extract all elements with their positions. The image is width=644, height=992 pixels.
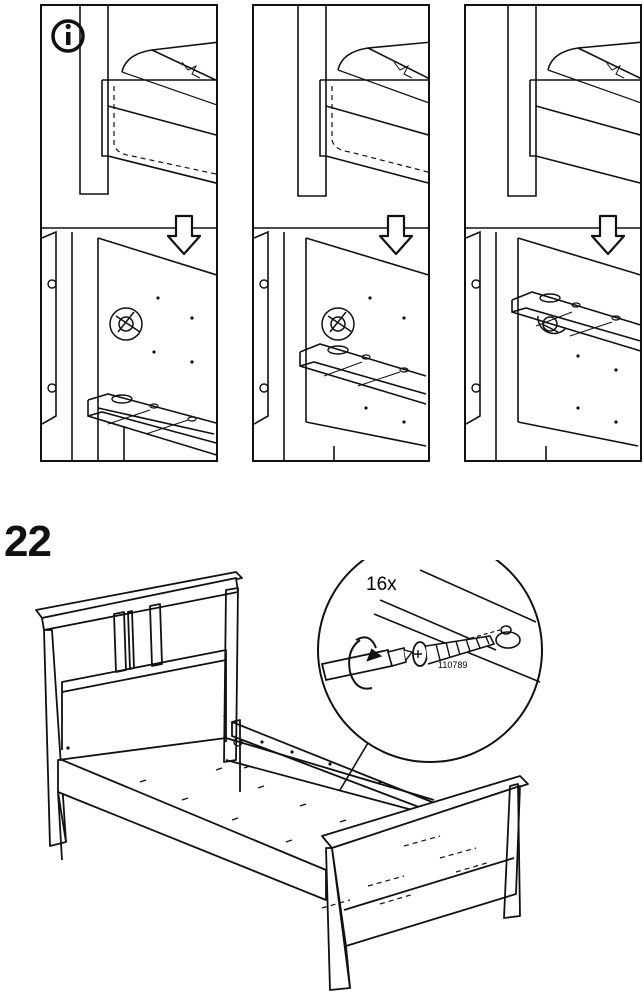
down-arrow-icon	[166, 214, 202, 256]
detail-panel-1	[40, 4, 218, 462]
panel-3-drawing	[466, 6, 640, 460]
bracket-slot	[495, 625, 521, 649]
bed-frame-assembly-drawing: 16x 110789	[35, 560, 543, 991]
detail-panel-3	[464, 4, 642, 462]
info-circle-icon	[51, 19, 85, 53]
step-number: 22	[4, 517, 52, 566]
screw-icon	[412, 635, 496, 667]
down-arrow-icon	[378, 214, 414, 256]
panel-2-drawing	[254, 6, 428, 460]
quantity-label: 16x	[366, 574, 397, 595]
detail-panel-2	[252, 4, 430, 462]
rotate-arrow-icon	[348, 636, 383, 690]
down-arrow-icon	[590, 214, 626, 256]
panel-1-drawing	[42, 6, 216, 460]
part-number-label: 110789	[438, 660, 467, 670]
